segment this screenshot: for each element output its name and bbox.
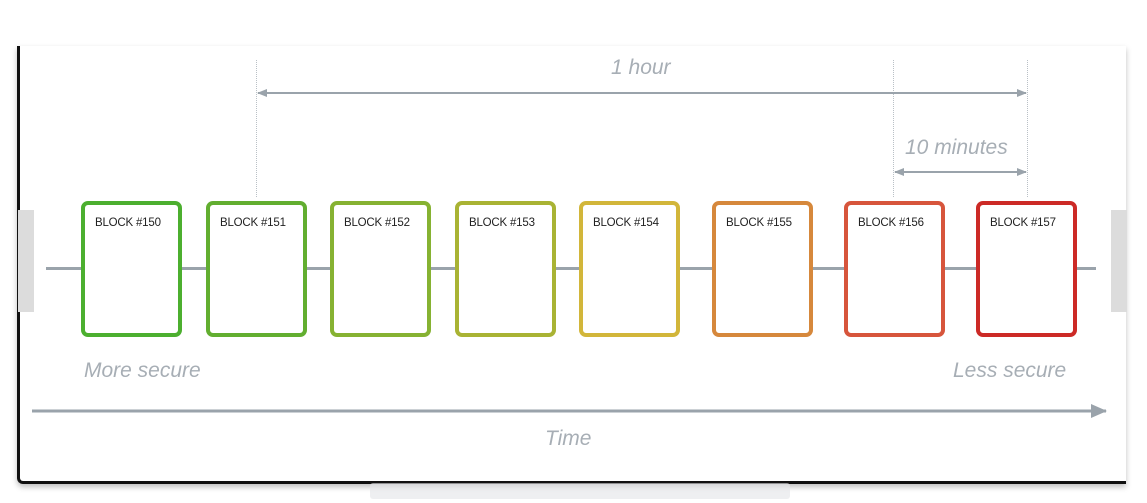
block-label: BLOCK #155	[726, 217, 792, 229]
block-152: BLOCK #152	[330, 201, 431, 337]
guide-line-block-151	[256, 60, 257, 197]
side-tab-left	[18, 210, 34, 312]
cropped-caption-remnant	[370, 483, 790, 499]
less-secure-label: Less secure	[953, 359, 1067, 382]
side-tab-right	[1111, 210, 1127, 312]
block-155: BLOCK #155	[712, 201, 813, 337]
block-label: BLOCK #156	[858, 217, 924, 229]
block-label: BLOCK #157	[990, 217, 1056, 229]
block-label: BLOCK #153	[469, 217, 535, 229]
block-label: BLOCK #152	[344, 217, 410, 229]
block-156: BLOCK #156	[844, 201, 945, 337]
block-157: BLOCK #157	[976, 201, 1077, 337]
block-label: BLOCK #150	[95, 217, 161, 229]
block-154: BLOCK #154	[579, 201, 680, 337]
block-153: BLOCK #153	[455, 201, 556, 337]
one-hour-label: 1 hour	[611, 56, 671, 79]
block-label: BLOCK #151	[220, 217, 286, 229]
guide-line-block-156	[893, 60, 894, 197]
block-150: BLOCK #150	[81, 201, 182, 337]
block-151: BLOCK #151	[206, 201, 307, 337]
block-label: BLOCK #154	[593, 217, 659, 229]
chain-connector-line	[46, 267, 1096, 270]
ten-minutes-label: 10 minutes	[905, 136, 1008, 159]
time-label: Time	[545, 427, 592, 450]
guide-line-block-157	[1027, 60, 1028, 197]
more-secure-label: More secure	[84, 359, 201, 382]
